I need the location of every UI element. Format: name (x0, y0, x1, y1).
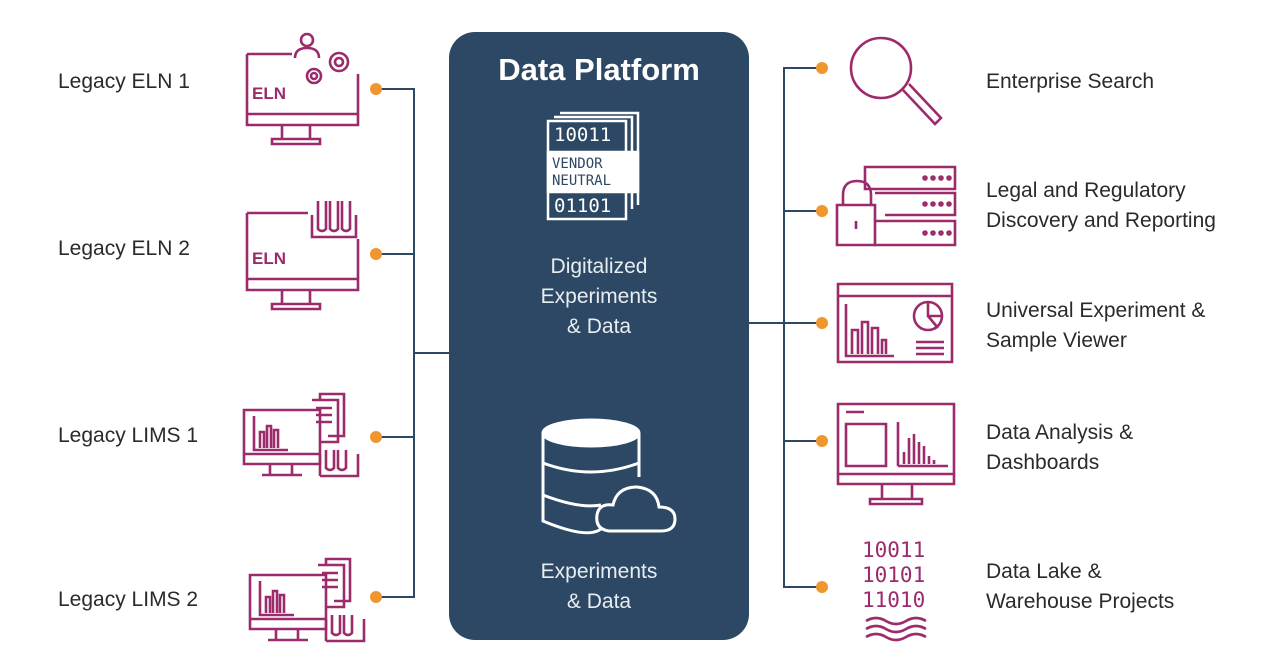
connector-dot (370, 431, 382, 443)
connector-dot (816, 205, 828, 217)
right-branch-lines (749, 210, 822, 442)
connector-dot (816, 581, 828, 593)
connector-dot (370, 248, 382, 260)
source-label: Legacy ELN 1 (58, 70, 190, 93)
destination-label: Data Lake &Warehouse Projects (986, 560, 1175, 613)
left-bus-line (376, 88, 415, 598)
left-branch-lines (376, 253, 449, 438)
magnifier-icon (845, 36, 945, 131)
lims-monitor-icon (246, 553, 371, 648)
server-lock-icon (835, 165, 960, 250)
lower-caption: Experiments& Data (540, 560, 658, 613)
platform-title: Data Platform (498, 52, 700, 87)
dashboard-window-icon (836, 282, 956, 366)
destination-label: Data Analysis &Dashboards (986, 421, 1134, 474)
right-bus-line (783, 67, 822, 588)
connector-dot (816, 435, 828, 447)
destination-label: Enterprise Search (986, 70, 1155, 93)
eln-monitor-gears-icon: ELN (240, 30, 365, 150)
analytics-monitor-icon (836, 402, 956, 510)
destination-label: Universal Experiment &Sample Viewer (986, 299, 1206, 352)
connector-dot (816, 62, 828, 74)
connector-dot (370, 591, 382, 603)
source-label: Legacy LIMS 1 (58, 424, 199, 447)
database-cloud-icon (539, 417, 689, 542)
source-label: Legacy LIMS 2 (58, 588, 199, 611)
lims-monitor-icon (240, 388, 365, 483)
eln-monitor-tubes-icon: ELN (240, 195, 365, 315)
source-label: Legacy ELN 2 (58, 237, 190, 260)
connector-dot (816, 317, 828, 329)
connector-dot (370, 83, 382, 95)
